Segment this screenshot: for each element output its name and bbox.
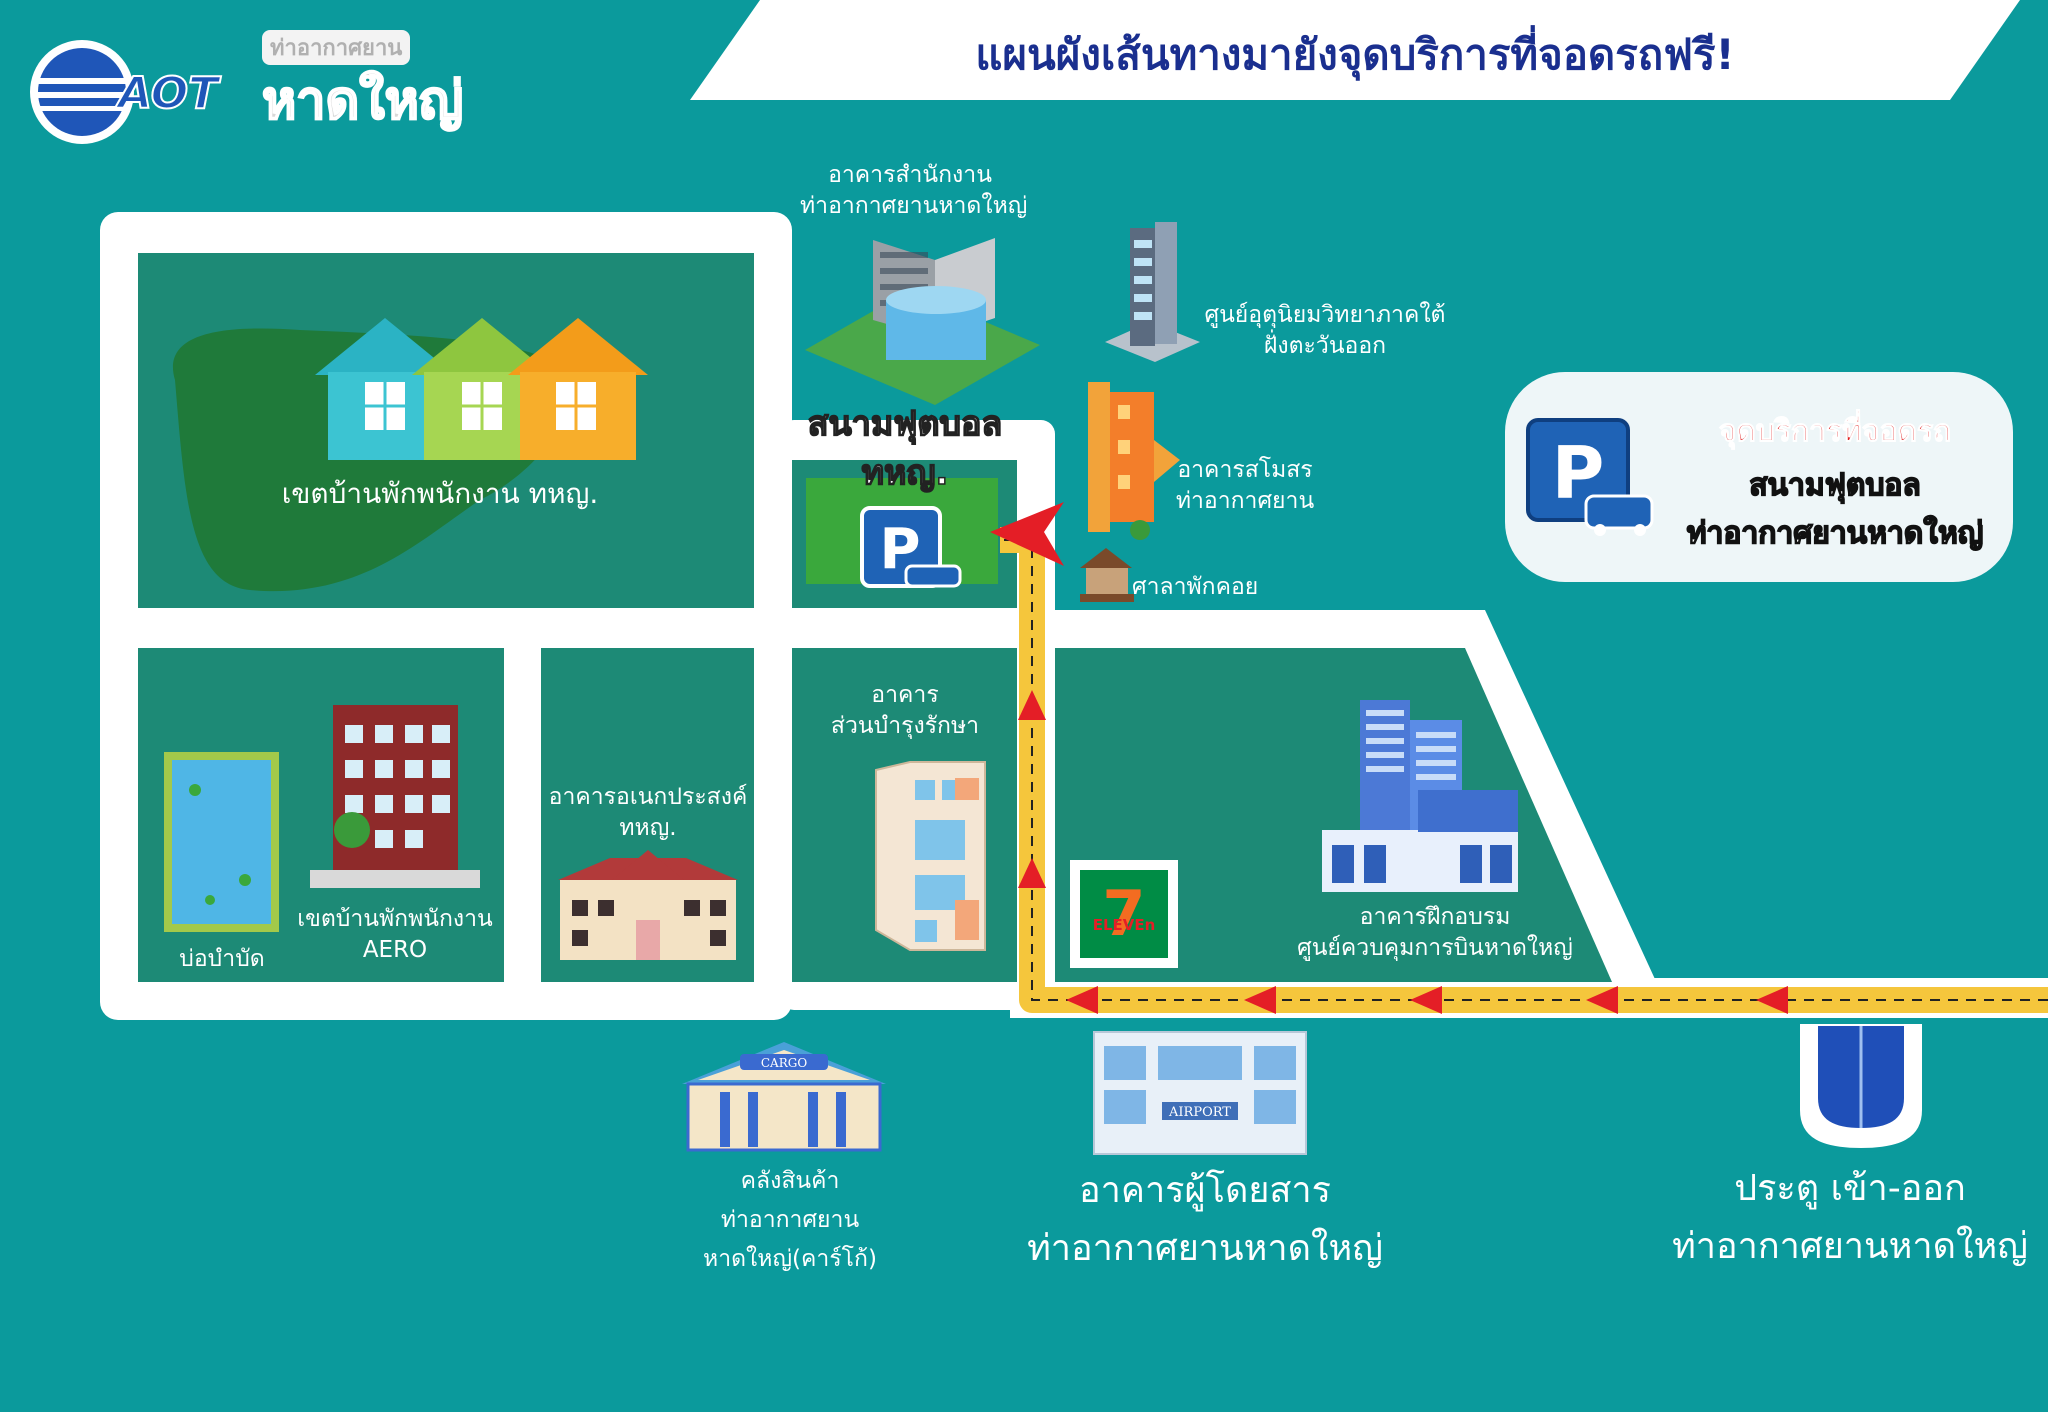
logo-small-text: ท่าอากาศยาน bbox=[262, 30, 411, 65]
club-building-icon bbox=[1088, 382, 1180, 540]
parking-car-icon: P bbox=[860, 506, 962, 588]
gate-icon bbox=[1796, 1020, 1926, 1153]
route-arrow-icon bbox=[1018, 690, 1046, 720]
label-football-field: สนามฟุตบอล ทหญ. bbox=[790, 400, 1020, 499]
legend-title: จุดบริการที่จอดรถ bbox=[1718, 414, 1952, 450]
label-club-building: อาคารสโมสร ท่าอากาศยาน bbox=[1175, 455, 1315, 517]
pond-icon bbox=[164, 752, 279, 932]
football-field: P bbox=[806, 478, 998, 588]
route-arrow-icon bbox=[1410, 986, 1442, 1014]
label-multipurpose: อาคารอเนกประสงค์ ทหญ. bbox=[538, 782, 758, 844]
label-line: คลังสินค้า bbox=[740, 1168, 840, 1194]
label-training: อาคารฝึกอบรม ศูนย์ควบคุมการบินหาดใหญ่ bbox=[1280, 902, 1590, 964]
title-banner bbox=[690, 0, 2020, 100]
training-building-icon bbox=[1322, 700, 1518, 892]
logo-name: หาดใหญ่ bbox=[261, 70, 464, 132]
label-line: เขตบ้านพักพนักงาน bbox=[297, 906, 493, 932]
label-line: AERO bbox=[362, 937, 428, 964]
route-arrows bbox=[990, 502, 1788, 1014]
label-maintenance: อาคาร ส่วนบำรุงรักษา bbox=[805, 680, 1005, 742]
house-orange-icon bbox=[508, 318, 648, 460]
label-meteorology: ศูนย์อุตุนิยมวิทยาภาคใต้ ฝั่งตะวันออก bbox=[1185, 300, 1465, 362]
cargo-sign: CARGO bbox=[761, 1056, 807, 1070]
multipurpose-building-icon bbox=[558, 850, 738, 960]
aero-building-icon bbox=[310, 705, 480, 888]
staff-housing-illustration bbox=[172, 318, 648, 592]
label-line: ประตู เข้า-ออก bbox=[1734, 1168, 1966, 1209]
legend-line1: สนามฟุตบอล bbox=[1748, 467, 1921, 504]
label-line: หาดใหญ่(คาร์โก้) bbox=[703, 1246, 877, 1273]
label-line: ศูนย์ควบคุมการบินหาดใหญ่ bbox=[1297, 935, 1573, 962]
pavilion-icon bbox=[1080, 548, 1134, 602]
label-terminal: อาคารผู้โดยสาร ท่าอากาศยานหาดใหญ่ bbox=[1010, 1162, 1400, 1277]
label-line: อาคาร bbox=[871, 682, 939, 708]
label-cargo: คลังสินค้า ท่าอากาศยาน หาดใหญ่(คาร์โก้) bbox=[680, 1162, 900, 1279]
route-arrow-icon bbox=[1066, 986, 1098, 1014]
route-arrow-icon bbox=[1586, 986, 1618, 1014]
label-line: ท่าอากาศยาน bbox=[1175, 488, 1315, 515]
block-training bbox=[1055, 648, 1612, 982]
label-line: ท่าอากาศยานหาดใหญ่ bbox=[1027, 1227, 1383, 1269]
legend-line2: ท่าอากาศยานหาดใหญ่ bbox=[1686, 515, 1984, 552]
logo-brand: AOT bbox=[117, 67, 219, 120]
label-aero-housing: เขตบ้านพักพนักงาน AERO bbox=[286, 904, 504, 966]
page-title: แผนผังเส้นทางมายังจุดบริการที่จอดรถฟรี! bbox=[975, 30, 1735, 79]
maintenance-building-icon bbox=[875, 761, 986, 951]
route-arrow-icon bbox=[1756, 986, 1788, 1014]
label-pond: บ่อบำบัด bbox=[179, 946, 265, 972]
terminal-building-icon: AIRPORT bbox=[1093, 1031, 1307, 1155]
label-line: ส่วนบำรุงรักษา bbox=[830, 713, 980, 740]
route-arrow-icon bbox=[990, 502, 1064, 566]
label-office-building: อาคารสำนักงาน ท่าอากาศยานหาดใหญ่ bbox=[800, 160, 1028, 222]
label-line: ท่าอากาศยานหาดใหญ่ bbox=[800, 193, 1028, 220]
route-dashes bbox=[1000, 539, 2048, 1001]
label-line: อาคารผู้โดยสาร bbox=[1079, 1170, 1331, 1211]
label-line: ทหญ. bbox=[619, 815, 677, 842]
seven-eleven-icon: 7 ELEVEn bbox=[1070, 860, 1178, 968]
aot-logo-icon bbox=[30, 40, 134, 144]
airport-sign: AIRPORT bbox=[1168, 1105, 1231, 1120]
office-building-icon bbox=[805, 238, 1040, 405]
label-line: ท่าอากาศยานหาดใหญ่ bbox=[1672, 1225, 2028, 1267]
label-line: อาคารฝึกอบรม bbox=[1359, 904, 1511, 930]
label-line: ฝั่งตะวันออก bbox=[1263, 333, 1387, 360]
label-line: อาคารสโมสร bbox=[1177, 457, 1313, 483]
label-line: ท่าอากาศยาน bbox=[720, 1207, 860, 1234]
route-arrow-icon bbox=[1018, 858, 1046, 888]
label-staff-housing: เขตบ้านพักพนักงาน ทหญ. bbox=[281, 477, 599, 510]
route-arrow-icon bbox=[1244, 986, 1276, 1014]
label-gate: ประตู เข้า-ออก ท่าอากาศยานหาดใหญ่ bbox=[1660, 1160, 2040, 1275]
eleven-text: ELEVEn bbox=[1093, 916, 1156, 934]
label-line: ทหญ. bbox=[861, 453, 949, 495]
label-line: อาคารสำนักงาน bbox=[828, 162, 992, 188]
route-path bbox=[990, 502, 2048, 1014]
seven-digit: 7 bbox=[1102, 877, 1145, 950]
label-line: ศูนย์อุตุนิยมวิทยาภาคใต้ bbox=[1204, 302, 1446, 328]
house-blue-icon bbox=[315, 318, 455, 460]
meteorology-tower-icon bbox=[1105, 222, 1200, 362]
label-line: อาคารอเนกประสงค์ bbox=[548, 784, 748, 810]
cargo-building-icon: CARGO bbox=[682, 1042, 886, 1152]
label-pavilion: ศาลาพักคอย bbox=[1132, 574, 1259, 600]
label-line: สนามฟุตบอล bbox=[807, 403, 1003, 445]
